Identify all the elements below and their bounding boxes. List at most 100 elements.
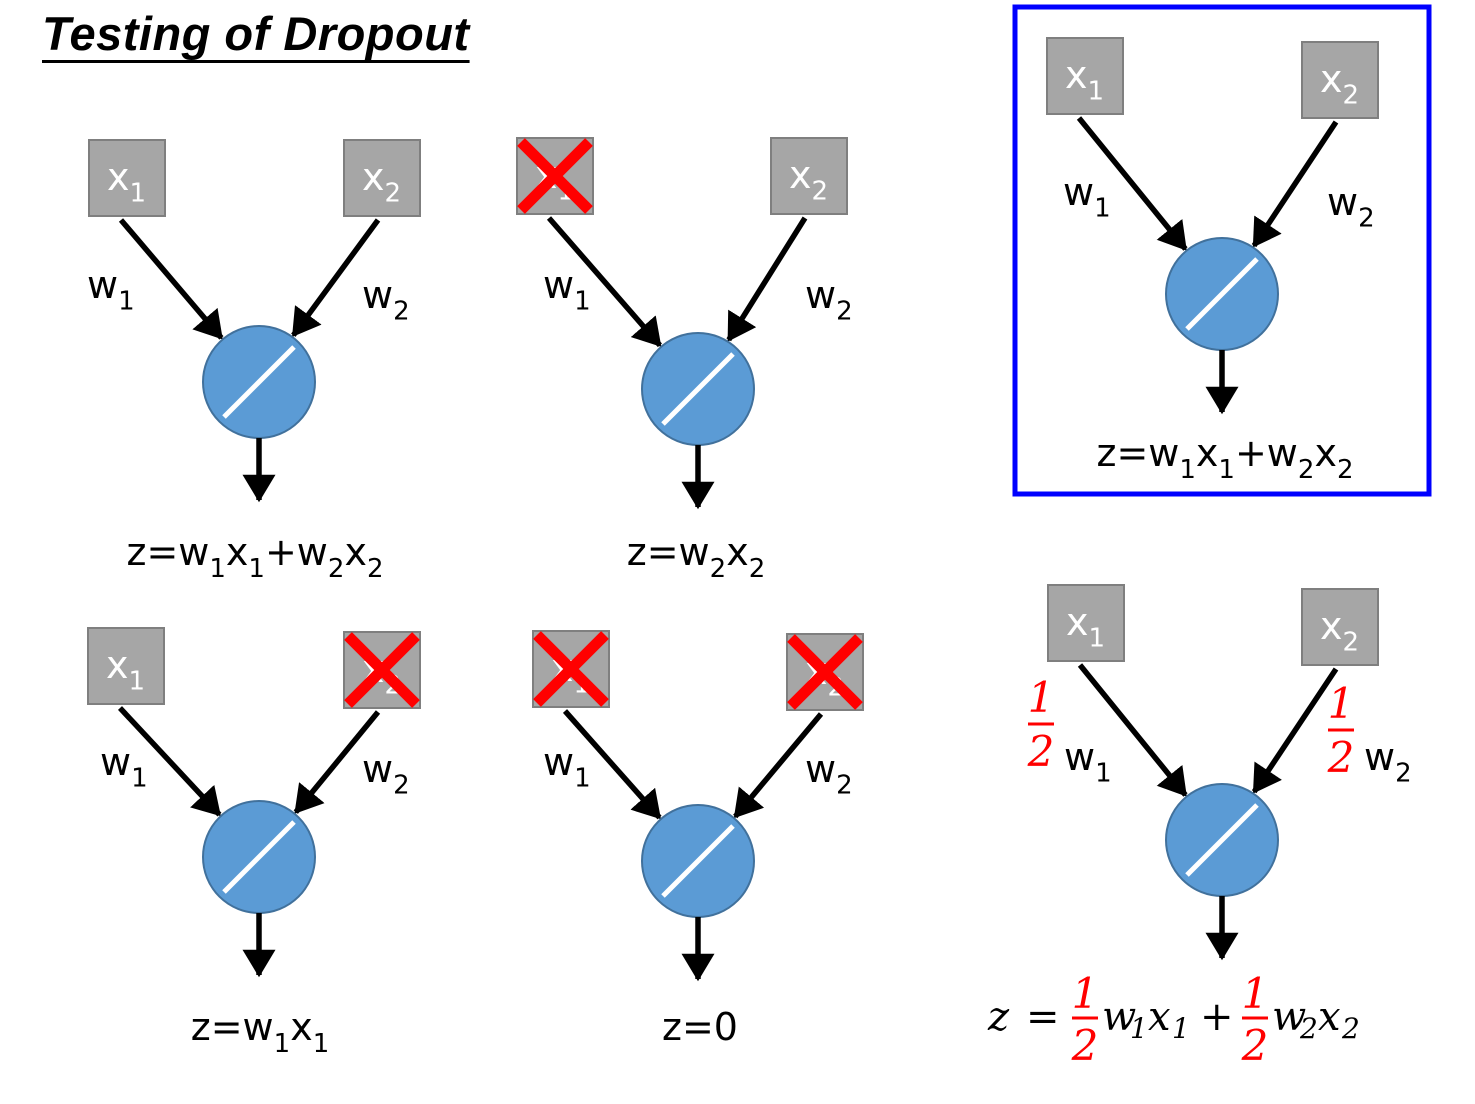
weight-label-base: w (543, 740, 574, 784)
linear-activation-icon (222, 820, 296, 894)
formula-subscript: 2 (710, 554, 727, 584)
weight-label-subscript: 1 (131, 764, 148, 794)
input-label-subscript: 1 (130, 179, 147, 209)
fraction-numerator: 1 (1072, 969, 1099, 1018)
input-box (1047, 584, 1125, 662)
neuron-linear-activation (202, 800, 316, 914)
linear-activation-icon (1185, 803, 1259, 877)
weight-label-subscript: 1 (574, 764, 591, 794)
input-box (770, 137, 848, 215)
formula-equals: = (1026, 994, 1060, 1040)
fraction-denominator: 2 (1327, 733, 1355, 782)
output-formula: z=w2x2 (627, 530, 765, 584)
formula-subscript: 1 (1179, 455, 1196, 485)
input-label-subscript: 1 (1089, 624, 1106, 654)
formula-text: x (344, 530, 367, 574)
edge-arrow-w2 (291, 218, 381, 338)
scale-fraction-1: 12 (1027, 673, 1055, 776)
input-label: x1 (1066, 600, 1105, 654)
weight-label-base: w (1063, 170, 1094, 214)
fraction-denominator: 2 (1027, 727, 1055, 776)
linear-activation-icon (661, 824, 735, 898)
weight-label-base: w (805, 273, 836, 317)
formula-subscript: 1 (248, 554, 265, 584)
formula-subscript: 2 (1298, 455, 1315, 485)
formula-subscript: 2 (749, 554, 766, 584)
output-formula: z=w1x1 (191, 1005, 329, 1059)
weight-label-w1: w1 (87, 263, 135, 317)
input-label: x1 (106, 643, 145, 697)
linear-activation-icon (222, 345, 296, 419)
weight-label-w1: w1 (1063, 170, 1111, 224)
formula-subscript: 2 (328, 554, 345, 584)
weight-label-w1: w1 (100, 740, 148, 794)
neuron-linear-activation (641, 332, 755, 446)
weight-label-subscript: 2 (393, 771, 410, 801)
weight-label-subscript: 1 (1094, 194, 1111, 224)
weight-label-subscript: 1 (574, 287, 591, 317)
weight-label-w1: w1 (543, 740, 591, 794)
formula-text: x (1314, 431, 1337, 475)
weight-label-base: w (87, 263, 118, 307)
edge-arrow-w1 (546, 216, 662, 348)
input-box (1301, 41, 1379, 119)
weight-label-w1: w1 (543, 263, 591, 317)
input-node-x2: x2 (343, 139, 421, 217)
input-node-x1: x1 (87, 627, 165, 705)
formula-text: x (290, 1005, 313, 1049)
input-node-x1: x1 (1046, 37, 1124, 115)
edge-arrow-w2 (1251, 120, 1339, 248)
weight-label-w2: w2 (362, 273, 410, 327)
weight-label-w2: w2 (362, 747, 410, 801)
linear-activation-icon (661, 352, 735, 426)
input-node-x2: x2 (343, 631, 421, 709)
dropout-cross-icon (533, 631, 609, 707)
input-label: x2 (362, 155, 401, 209)
scale-fraction-2: 12 (1327, 679, 1355, 782)
weight-label-base: w (1364, 735, 1395, 779)
edge-arrow-w2 (733, 712, 824, 819)
edge-arrow-w2 (1251, 667, 1339, 794)
input-node-x1: x1 (516, 137, 594, 215)
input-label-base: x (1065, 53, 1088, 97)
weight-label-subscript: 1 (1095, 759, 1112, 789)
input-label-subscript: 1 (129, 667, 146, 697)
edge-arrow-w2 (293, 710, 381, 814)
weight-label-w2: w2 (1364, 735, 1412, 789)
formula-subscript: 1 (313, 1029, 330, 1059)
input-label-base: x (362, 155, 385, 199)
weight-label-w2: w2 (805, 747, 853, 801)
weight-label-subscript: 2 (836, 297, 853, 327)
weight-label-subscript: 2 (1395, 759, 1412, 789)
formula-text: z=w (191, 1005, 274, 1049)
input-label-base: x (1066, 600, 1089, 644)
formula-subscript: 1 (209, 554, 226, 584)
edge-arrow-w1 (118, 218, 224, 340)
weight-label-subscript: 2 (836, 771, 853, 801)
input-label-subscript: 2 (385, 179, 402, 209)
formula-text: x (726, 530, 749, 574)
weight-label-w2: w2 (1327, 180, 1375, 234)
formula-text: +w (1235, 431, 1298, 475)
input-box (1046, 37, 1124, 115)
weight-label-base: w (1327, 180, 1358, 224)
formula-input: x (1148, 994, 1171, 1040)
formula-weight-subscript: 2 (1299, 1012, 1318, 1045)
weight-label-subscript: 2 (393, 297, 410, 327)
formula-text: z=0 (662, 1005, 738, 1049)
input-label-base: x (789, 153, 812, 197)
neuron-linear-activation (641, 804, 755, 918)
weight-label-base: w (1064, 735, 1095, 779)
edge-arrow-w2 (726, 216, 808, 342)
formula-weight: w (1102, 994, 1136, 1040)
page-title: Testing of Dropout (42, 7, 470, 60)
weight-label-base: w (543, 263, 574, 307)
weight-label-subscript: 2 (1358, 204, 1375, 234)
input-label: x2 (789, 153, 828, 207)
edge-arrow-w1 (1077, 663, 1188, 797)
